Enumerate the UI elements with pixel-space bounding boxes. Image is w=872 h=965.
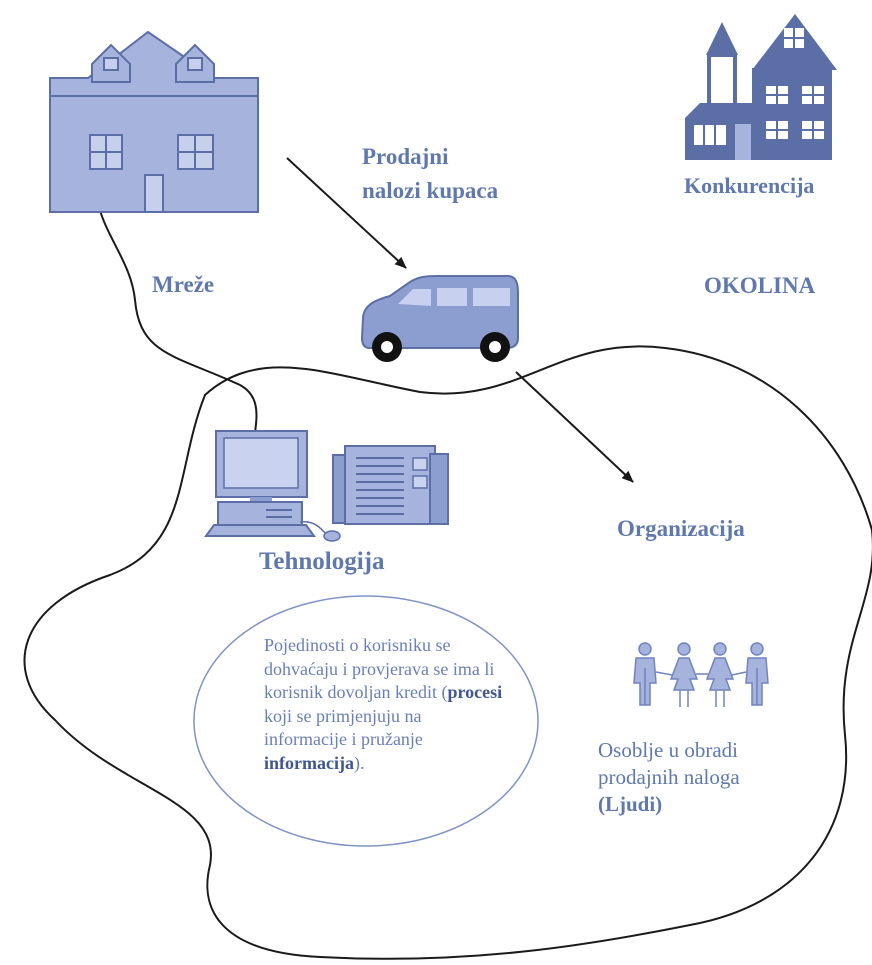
- process-note-ellipse: [193, 595, 539, 847]
- process-note-part2: koji se primjenjuju na informacije i pru…: [264, 705, 423, 750]
- label-environment: OKOLINA: [704, 273, 816, 298]
- label-orders: Prodajni nalozi kupaca: [362, 140, 498, 208]
- organization-boundary: [23, 345, 872, 960]
- computer-icon: [204, 430, 341, 542]
- process-note-part1: Pojedinosti o korisniku se dohvaćaju i p…: [264, 635, 495, 702]
- label-competition: Konkurencija: [684, 173, 815, 198]
- people-icon: [633, 642, 769, 707]
- label-technology: Tehnologija: [259, 548, 385, 575]
- label-orders-line1: Prodajni: [362, 144, 449, 169]
- arrow-orders-to-van: [286, 157, 407, 269]
- label-networks: Mreže: [152, 272, 215, 297]
- van-icon: [360, 275, 519, 362]
- arrow-van-to-organization: [515, 371, 634, 483]
- label-orders-line2: nalozi kupaca: [362, 178, 499, 203]
- people-label-line2: prodajnih naloga: [598, 765, 740, 789]
- network-cable: [94, 162, 258, 435]
- mansion-icon: [685, 14, 837, 160]
- server-icon: [332, 445, 449, 525]
- house-icon: [49, 30, 259, 213]
- process-note-part3: ).: [353, 752, 365, 773]
- people-label-line1: Osoblje u obradi: [598, 738, 738, 762]
- people-label: Osoblje u obradi prodajnih naloga (Ljudi…: [598, 737, 818, 818]
- process-note-processes: procesi: [447, 682, 503, 702]
- people-label-bold: (Ljudi): [598, 792, 663, 816]
- process-note-text: Pojedinosti o korisniku se dohvaćaju i p…: [264, 634, 504, 775]
- process-note-information: informacija: [264, 752, 354, 773]
- label-organization: Organizacija: [617, 516, 745, 541]
